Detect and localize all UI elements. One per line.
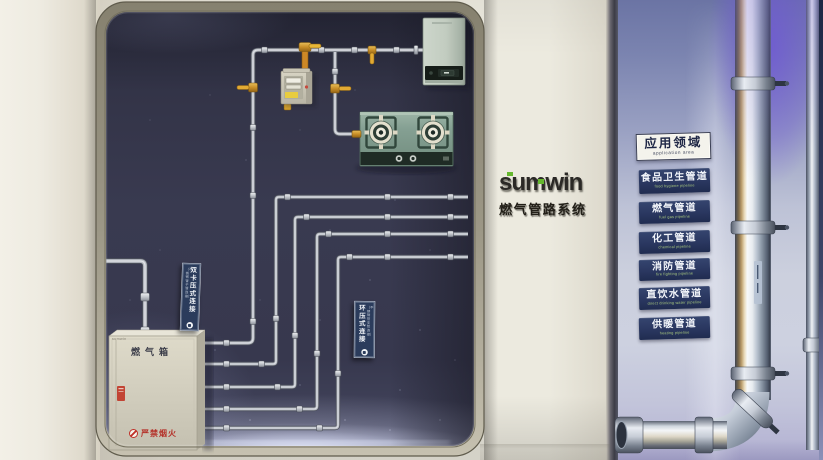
gas-box-brand: sumwin [112, 337, 127, 341]
horizontal-pipe [614, 416, 727, 454]
thin-right-pipe [802, 0, 823, 450]
stove-burner-left [364, 115, 398, 149]
plaque-note-text: （不锈钢管 支管连接） [366, 306, 374, 337]
plaque-arrow-icon [361, 348, 368, 356]
valve-top-run [367, 45, 377, 65]
label-en: heating pipeline [659, 330, 690, 336]
gas-box-side [197, 330, 205, 450]
meter-inlet-valve [298, 42, 322, 73]
stove-burner-right [416, 115, 450, 149]
label-en: chemical pipeline [658, 244, 691, 250]
label-zh: 燃气管道 [651, 202, 697, 215]
label-en: fuel gas pipeline [659, 214, 691, 220]
plaque-main-text: 双卡压式连接 [188, 265, 198, 313]
pipe-clamps [730, 76, 790, 435]
gas-box-title: 燃气箱 [131, 347, 174, 357]
clamp-3 [730, 366, 790, 381]
pipe-cascade-2 [199, 214, 468, 390]
clamp-1 [730, 76, 790, 91]
pipe-cascade-4 [199, 254, 468, 431]
board-piping [106, 47, 468, 431]
stove-gas-connector [351, 130, 362, 138]
pipe-box-outlet [106, 258, 148, 334]
pipe-stove-branch [332, 52, 354, 137]
label-zh: 供暖管道 [651, 318, 697, 331]
label-en: food hygiene pipeline [654, 183, 695, 189]
label-chemical-pipeline: 化工管道 chemical pipeline [638, 230, 711, 254]
label-zh: 消防管道 [651, 260, 697, 273]
gas-box-warning: 严禁烟火 [129, 428, 177, 439]
left-wall [0, 0, 100, 460]
valves [236, 42, 377, 111]
chrome-pipes [614, 0, 823, 460]
label-heating-pipeline: 供暖管道 heating pipeline [638, 316, 711, 340]
logo: sumwin 燃气管路系统 [499, 171, 599, 218]
plaque-arrow-icon [186, 321, 193, 329]
bend-clamp [731, 389, 780, 435]
brand-logo: sumwin [499, 171, 599, 195]
label-application-area: 应用领域 application area [635, 131, 712, 162]
label-zh: 直饮水管道 [646, 288, 703, 302]
label-drinking-water-pipeline: 直饮水管道 direct drinking water pipeline [638, 286, 711, 310]
gas-box [108, 329, 213, 451]
purple-glow [618, 0, 823, 460]
label-fire-fighting-pipeline: 消防管道 fire fighting pipeline [638, 258, 711, 281]
stove-control-panel [360, 152, 453, 165]
label-zh: 应用领域 [644, 135, 703, 152]
label-zh: 食品卫生管道 [640, 171, 709, 185]
right-edge-shadow [819, 0, 823, 460]
label-zh: 化工管道 [651, 232, 697, 245]
pipe-end-cap [616, 421, 627, 449]
board-shadow-left [84, 0, 96, 460]
label-food-hygiene-pipeline: 食品卫生管道 food hygiene pipeline [638, 168, 711, 194]
label-en: direct drinking water pipeline [647, 300, 702, 306]
label-fuel-gas-pipeline: 燃气管道 fuel gas pipeline [638, 200, 711, 224]
pipe-cascade-3 [199, 231, 468, 412]
pipe-fittings [106, 45, 454, 432]
plaque-ring-press-connection: 环压式连接 （不锈钢管 支管连接） [353, 300, 376, 359]
logo-green-mark-2 [538, 179, 544, 184]
clamp-2 [730, 220, 790, 235]
pipe-sticker [754, 261, 762, 304]
logo-green-mark-1 [507, 171, 513, 176]
warning-text: 严禁烟火 [141, 429, 177, 438]
valve-left-vertical [236, 82, 258, 93]
board-shadow-right [484, 0, 498, 460]
logo-series-title: 燃气管路系统 [499, 201, 587, 217]
label-en: application area [652, 149, 695, 156]
water-heater [422, 17, 469, 89]
application-label-column: 应用领域 application area 食品卫生管道 food hygien… [635, 130, 716, 350]
label-en: fire fighting pipeline [656, 271, 694, 277]
plaque-main-text: 环压式连接 [358, 303, 366, 343]
gas-meter [280, 68, 316, 107]
horizontal-clamp [694, 416, 714, 454]
gas-box-red-sticker [117, 386, 125, 401]
valve-stove-branch [330, 83, 352, 94]
pipe-cascade-1 [199, 194, 468, 367]
gas-stove [351, 111, 456, 174]
plaque-double-press-connection: 双卡压式连接 （不锈钢管 干管连接） [179, 262, 202, 332]
no-fire-icon [129, 429, 138, 438]
wall-panel-edge [606, 0, 618, 460]
display-board [95, 1, 485, 457]
floor-shadow-mid [480, 444, 610, 460]
